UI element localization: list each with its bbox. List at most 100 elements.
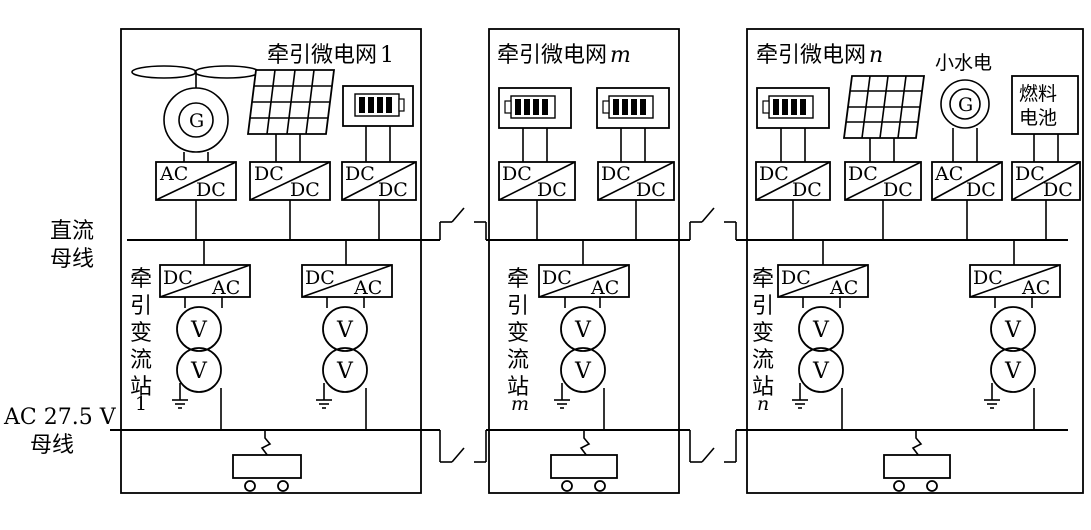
svg-text:G: G — [958, 94, 973, 116]
dc-tie-switch-1m — [439, 207, 487, 240]
svg-text:V: V — [574, 318, 592, 343]
svg-text:DC: DC — [196, 179, 226, 201]
train-icon-m — [550, 430, 618, 492]
svg-text:n: n — [757, 393, 769, 415]
svg-text:DC: DC — [1043, 179, 1073, 201]
svg-text:V: V — [812, 318, 830, 343]
svg-text:AC: AC — [1021, 277, 1050, 299]
svg-text:引: 引 — [130, 294, 152, 319]
dc-dc-converter-solar-1: DC DC — [249, 161, 331, 240]
wind-turbine-icon: G — [131, 65, 260, 162]
transformer-n2: V V — [984, 297, 1036, 430]
dc-bus-label-line2: 母线 — [50, 247, 94, 272]
svg-text:引: 引 — [507, 294, 529, 319]
microgrid-frame-1 — [120, 28, 422, 494]
svg-text:站: 站 — [507, 375, 529, 400]
dc-dc-converter-n1: DC DC — [755, 161, 831, 240]
microgrid-frame-m — [488, 28, 680, 494]
battery-icon-m1 — [498, 87, 572, 162]
dc-ac-converter-1a: DC AC — [159, 240, 251, 299]
svg-text:小水电: 小水电 — [935, 52, 992, 74]
svg-text:DC: DC — [1015, 163, 1045, 185]
svg-text:AC: AC — [211, 277, 240, 299]
ac-bus-label-line1: AC 27.5 V — [3, 405, 117, 430]
dc-ac-converter-m: DC AC — [538, 240, 630, 299]
traction-station-label-m: 牵 引 变 流 站 m — [507, 267, 529, 415]
svg-text:牵: 牵 — [507, 267, 529, 292]
transformer-n1: V V — [792, 297, 844, 430]
svg-text:变: 变 — [752, 321, 774, 346]
svg-text:V: V — [190, 359, 208, 384]
svg-text:DC: DC — [378, 179, 408, 201]
ac-tie-switch-mn — [689, 430, 737, 463]
svg-text:变: 变 — [507, 321, 529, 346]
svg-text:DC: DC — [601, 163, 631, 185]
dc-dc-converter-n2: DC DC — [844, 161, 922, 240]
ac-dc-converter-hydro: AC DC — [931, 161, 1003, 240]
ac-dc-converter-wind: AC DC — [155, 161, 237, 240]
battery-icon-n — [756, 87, 830, 162]
fuel-cell-icon: 燃料 电池 — [1011, 75, 1079, 162]
svg-text:AC: AC — [353, 277, 382, 299]
svg-text:DC: DC — [759, 163, 789, 185]
transformer-1a: V V — [172, 297, 223, 430]
svg-text:AC: AC — [934, 163, 963, 185]
solar-panel-icon-n — [842, 75, 926, 162]
svg-text:DC: DC — [502, 163, 532, 185]
small-hydro-generator-icon: 小水电 G — [935, 52, 992, 162]
svg-text:DC: DC — [636, 179, 666, 201]
svg-text:V: V — [1004, 318, 1022, 343]
svg-text:引: 引 — [752, 294, 774, 319]
svg-text:AC: AC — [829, 277, 858, 299]
ac-tie-switch-1m — [439, 430, 487, 463]
svg-text:DC: DC — [781, 267, 811, 289]
traction-station-label-1: 牵 引 变 流 站 1 — [130, 267, 152, 415]
dc-bus-label-line1: 直流 — [50, 219, 94, 244]
svg-text:1: 1 — [135, 393, 147, 415]
svg-text:V: V — [574, 359, 592, 384]
train-icon-1 — [232, 430, 302, 492]
svg-text:流: 流 — [752, 348, 774, 373]
svg-text:V: V — [812, 359, 830, 384]
battery-icon-m2 — [596, 87, 670, 162]
dc-dc-converter-fuel-cell: DC DC — [1011, 161, 1081, 240]
svg-text:DC: DC — [973, 267, 1003, 289]
ac-bus-label-line2: 母线 — [30, 433, 74, 458]
svg-text:V: V — [336, 318, 354, 343]
svg-text:牵: 牵 — [752, 267, 774, 292]
svg-text:m: m — [511, 393, 529, 415]
svg-text:DC: DC — [883, 179, 913, 201]
svg-text:V: V — [336, 359, 354, 384]
svg-text:DC: DC — [305, 267, 335, 289]
traction-station-label-n: 牵 引 变 流 站 n — [752, 267, 774, 415]
svg-text:DC: DC — [345, 163, 375, 185]
svg-text:V: V — [190, 318, 208, 343]
dc-dc-converter-m1: DC DC — [498, 161, 576, 240]
svg-text:站: 站 — [130, 375, 152, 400]
dc-dc-converter-m2: DC DC — [597, 161, 675, 240]
svg-text:流: 流 — [130, 348, 152, 373]
svg-text:G: G — [189, 110, 204, 132]
svg-text:DC: DC — [290, 179, 320, 201]
svg-text:变: 变 — [130, 321, 152, 346]
solar-panel-icon — [246, 69, 336, 162]
microgrid-frame-n — [746, 28, 1084, 494]
dc-dc-converter-battery-1: DC DC — [341, 161, 417, 240]
svg-text:AC: AC — [159, 163, 188, 185]
svg-text:DC: DC — [537, 179, 567, 201]
dc-ac-converter-n1: DC AC — [777, 240, 869, 299]
svg-text:DC: DC — [163, 267, 193, 289]
svg-text:DC: DC — [254, 163, 284, 185]
svg-text:牵: 牵 — [130, 267, 152, 292]
battery-icon — [342, 85, 414, 162]
dc-ac-converter-n2: DC AC — [969, 240, 1061, 299]
svg-text:DC: DC — [542, 267, 572, 289]
svg-text:流: 流 — [507, 348, 529, 373]
train-icon-n — [883, 430, 951, 492]
svg-text:燃料: 燃料 — [1019, 83, 1057, 105]
svg-text:AC: AC — [590, 277, 619, 299]
transformer-m: V V — [554, 297, 606, 430]
svg-text:V: V — [1004, 359, 1022, 384]
